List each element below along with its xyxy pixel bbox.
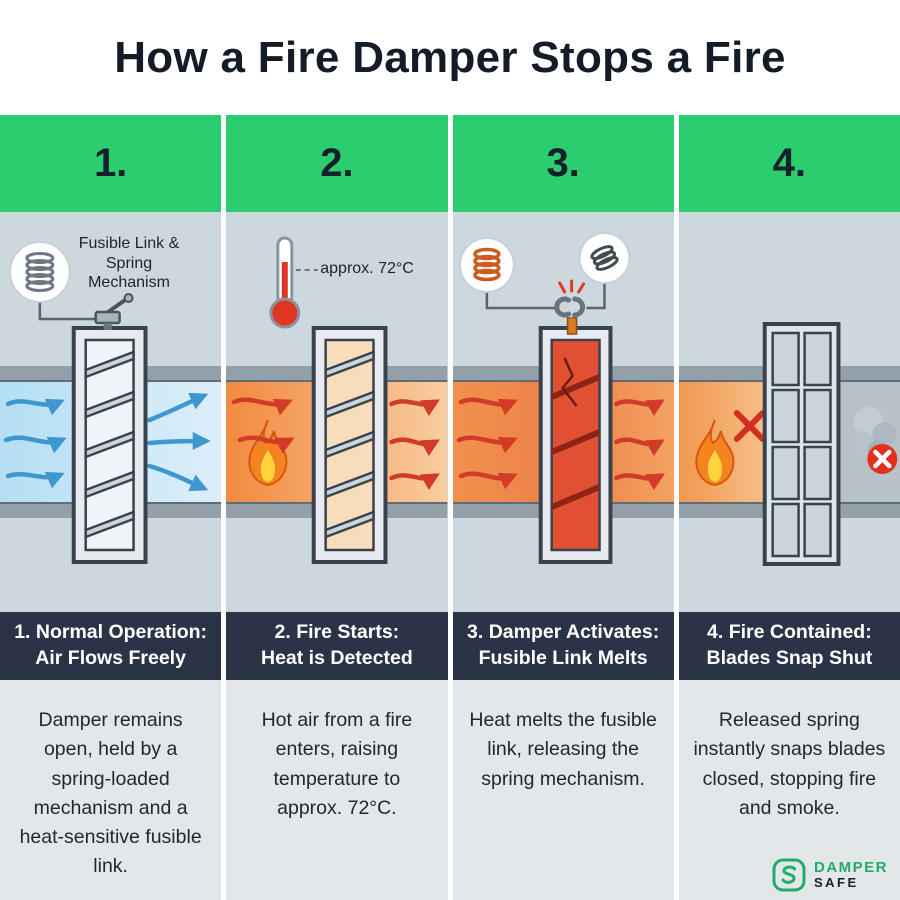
fire-starts-diagram [226, 212, 448, 612]
spring-coil-icon [8, 241, 71, 303]
step-panel-3: 3. [452, 115, 674, 900]
step-number-badge: 3. [452, 115, 674, 212]
released-spring-icon [578, 232, 630, 284]
step-number-badge: 2. [226, 115, 448, 212]
callout-line [38, 302, 96, 321]
step-title-line1: 2. Fire Starts: [274, 621, 400, 644]
fire-contained-diagram [678, 212, 900, 612]
title-band: How a Fire Damper Stops a Fire [0, 0, 900, 115]
flame-icon [248, 419, 288, 487]
step-number-badge: 4. [678, 115, 900, 212]
step-title: 1. Normal Operation: Air Flows Freely [0, 612, 222, 680]
step-title-line2: Heat is Detected [261, 647, 413, 669]
logo-damper-text: DAMPER [813, 858, 888, 876]
closed-damper [762, 322, 841, 566]
broken-link-icon [553, 279, 585, 324]
step-columns: 1. [0, 115, 900, 900]
step-illustration: approx. 72°C [226, 212, 448, 612]
logo-safe-text: SAFE [813, 875, 859, 891]
hot-spring-coil-icon [458, 237, 515, 293]
red-heat-arrows [456, 397, 665, 491]
step-title-line1: 3. Damper Activates: [467, 621, 660, 644]
step-title-line2: Air Flows Freely [35, 647, 186, 669]
step-title: 3. Damper Activates: Fusible Link Melts [452, 612, 674, 680]
blocked-cross-icon [733, 410, 766, 442]
fusible-link-label: Fusible Link & Spring Mechanism [78, 235, 180, 292]
damper-activates-diagram [452, 212, 674, 612]
activating-damper [538, 317, 612, 564]
step-illustration [678, 212, 900, 612]
normal-operation-diagram [0, 212, 222, 612]
temperature-label: approx. 72°C [320, 260, 414, 277]
step-description: Released spring instantly snaps blades c… [678, 680, 900, 900]
step-title: 2. Fire Starts: Heat is Detected [226, 612, 448, 680]
thermometer-icon [269, 236, 318, 329]
step-description: Damper remains open, held by a spring-lo… [0, 680, 222, 900]
dampersafe-logo-icon [772, 858, 806, 892]
step-title-line1: 4. Fire Contained: [707, 621, 872, 644]
step-panel-1: 1. [0, 115, 222, 900]
melting-pin-icon [566, 317, 577, 335]
page-title: How a Fire Damper Stops a Fire [114, 32, 786, 82]
open-damper [311, 326, 388, 564]
blue-airflow-arrows [3, 392, 211, 492]
open-damper [71, 326, 148, 564]
step-description: Hot air from a fire enters, raising temp… [226, 680, 448, 900]
step-number-badge: 1. [0, 115, 222, 212]
no-entry-badge-icon [867, 444, 898, 474]
step-title: 4. Fire Contained: Blades Snap Shut [678, 612, 900, 680]
callout-line [586, 283, 606, 310]
brand-logo: DAMPER SAFE [771, 857, 888, 893]
step-panel-4: 4. [678, 115, 900, 900]
step-panel-2: 2. [226, 115, 448, 900]
step-title-line2: Blades Snap Shut [706, 647, 873, 669]
red-heat-arrows [231, 397, 441, 491]
step-illustration [452, 212, 674, 612]
step-illustration: Fusible Link & Spring Mechanism [0, 212, 222, 612]
callout-line [485, 292, 557, 310]
step-title-line2: Fusible Link Melts [478, 647, 648, 669]
step-description: Heat melts the fusible link, releasing t… [452, 680, 674, 900]
flame-icon [695, 419, 735, 487]
step-title-line1: 1. Normal Operation: [14, 621, 208, 644]
latch-mechanism-icon [94, 293, 134, 330]
